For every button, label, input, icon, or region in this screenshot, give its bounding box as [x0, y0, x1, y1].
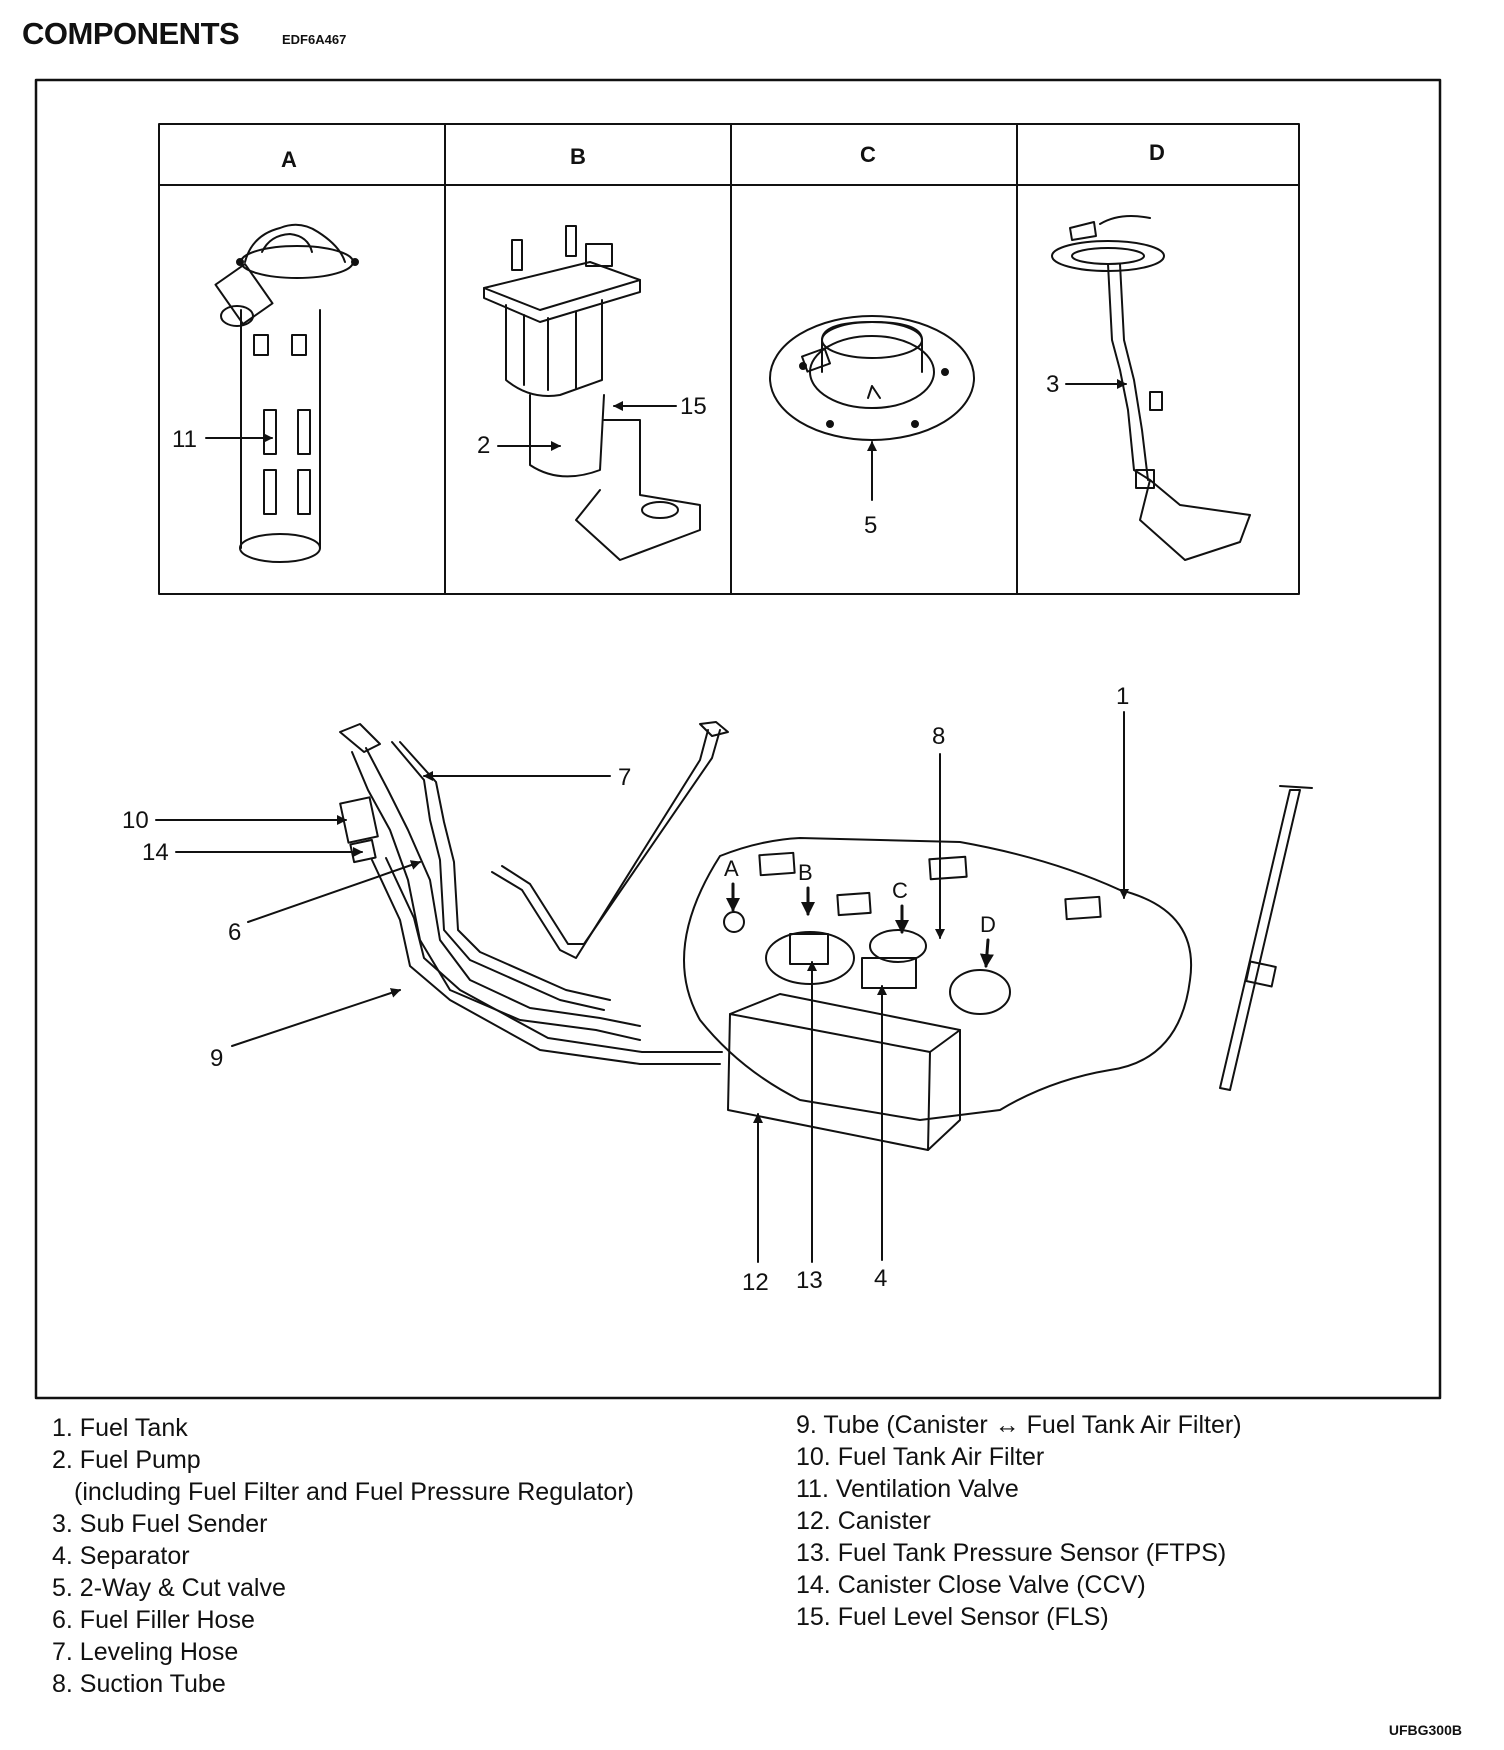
callout-4: 4: [874, 1265, 887, 1292]
callout-8: 8: [932, 723, 945, 750]
legend-item: (including Fuel Filter and Fuel Pressure…: [74, 1478, 634, 1506]
sub-fuel-sender-illustration: [1051, 215, 1251, 561]
panel-header-c: C: [860, 142, 876, 167]
panel-header-b: B: [570, 144, 586, 169]
callout-9: 9: [210, 1045, 223, 1072]
callout-1: 1: [1116, 683, 1129, 710]
callout-6: 6: [228, 919, 241, 946]
legend-item: 5. 2-Way & Cut valve: [52, 1574, 286, 1602]
legend-item: 9. Tube (Canister ↔ Fuel Tank Air Filter…: [796, 1411, 1242, 1439]
marker-d: D: [980, 912, 996, 937]
section-code: EDF6A467: [282, 32, 347, 47]
callout-7: 7: [618, 764, 631, 791]
legend-item: 13. Fuel Tank Pressure Sensor (FTPS): [796, 1539, 1227, 1567]
legend-item: 1. Fuel Tank: [52, 1414, 188, 1442]
callout-11: 11: [172, 426, 197, 453]
panel-header-d: D: [1149, 140, 1165, 165]
outer-frame: [34, 78, 1442, 1400]
callout-15: 15: [680, 393, 707, 420]
ventilation-valve-illustration: [214, 223, 359, 563]
callout-12: 12: [742, 1269, 769, 1296]
two-way-cut-valve-illustration: [769, 315, 975, 441]
legend-item: 15. Fuel Level Sensor (FLS): [796, 1603, 1109, 1631]
marker-a: A: [724, 856, 739, 881]
legend-item: 12. Canister: [796, 1507, 931, 1535]
callout-14: 14: [142, 839, 169, 866]
legend-item: 7. Leveling Hose: [52, 1638, 239, 1666]
page-title: COMPONENTS: [22, 16, 240, 51]
legend-item: 14. Canister Close Valve (CCV): [796, 1571, 1146, 1599]
legend-item: 8. Suction Tube: [52, 1670, 226, 1698]
marker-c: C: [892, 878, 908, 903]
figure-code: UFBG300B: [1388, 1722, 1462, 1738]
legend-item: 4. Separator: [52, 1542, 190, 1570]
legend-item: 2. Fuel Pump: [52, 1446, 201, 1474]
components-table: A B C D: [158, 123, 1300, 595]
panel-header-a: A: [281, 147, 297, 172]
callout-13: 13: [796, 1267, 823, 1294]
callout-2: 2: [477, 432, 490, 459]
marker-b: B: [798, 860, 813, 885]
callout-5: 5: [864, 512, 877, 539]
legend-item: 11. Ventilation Valve: [796, 1475, 1019, 1503]
fuel-pump-illustration: [483, 225, 701, 561]
callout-arrow-9: [231, 988, 401, 1047]
callout-10: 10: [122, 807, 149, 834]
legend-item: 10. Fuel Tank Air Filter: [796, 1443, 1045, 1471]
callout-3: 3: [1046, 371, 1059, 398]
callout-arrow-6: [247, 860, 421, 923]
legend-item: 3. Sub Fuel Sender: [52, 1510, 268, 1538]
legend-left: 1. Fuel Tank 2. Fuel Pump (including Fue…: [52, 1412, 634, 1700]
marker-arrow-d: [979, 938, 994, 968]
legend-right: 9. Tube (Canister ↔ Fuel Tank Air Filter…: [796, 1409, 1242, 1633]
fuel-system-assembly: [339, 721, 1313, 1151]
legend-item: 6. Fuel Filler Hose: [52, 1606, 255, 1634]
